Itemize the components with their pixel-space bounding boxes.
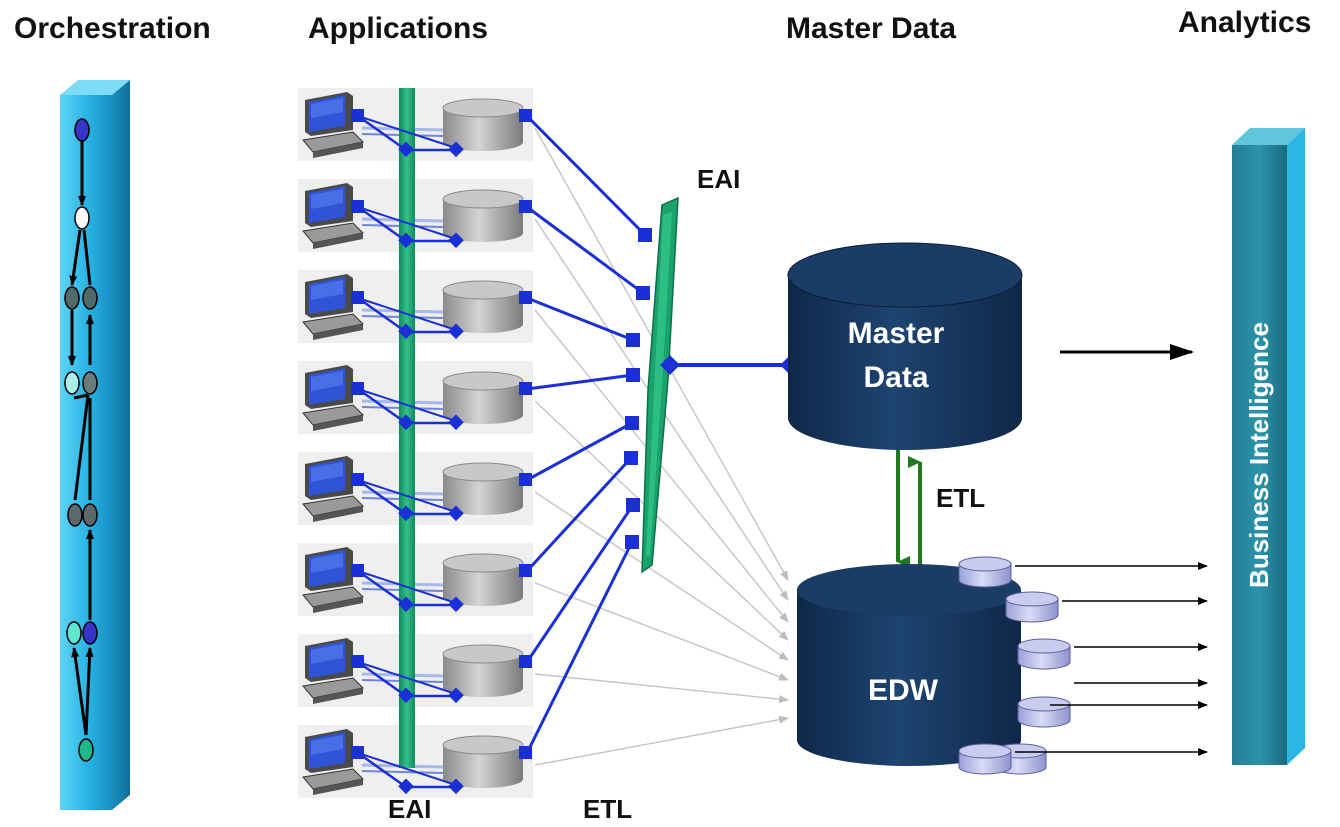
orchestration-workflow <box>68 140 94 736</box>
data-mart-icon <box>1017 696 1071 728</box>
master-data-label-line2: Data <box>863 361 928 394</box>
edw-label: EDW <box>868 674 939 707</box>
eai-flow-line <box>525 114 647 237</box>
database-icon <box>442 644 524 697</box>
eai-to-master-data-link <box>660 355 800 375</box>
computer-icon <box>302 547 365 613</box>
square-connector-icon <box>624 451 638 465</box>
square-connector-icon <box>625 535 639 549</box>
eai-flow-line <box>526 296 634 342</box>
square-connector-icon <box>519 382 532 395</box>
eai-flow-line <box>526 205 644 295</box>
computer-icon <box>302 729 365 795</box>
diamond-connector-icon <box>398 323 414 340</box>
diamond-connector-icon <box>448 414 464 431</box>
data-mart-icon <box>958 556 1012 588</box>
eai-flow-line <box>525 504 635 663</box>
header-analytics: Analytics <box>1178 6 1311 39</box>
business-intelligence-bar: Business Intelligence <box>1232 128 1305 765</box>
etl-label-middle: ETL <box>936 483 985 513</box>
square-connector-icon <box>519 473 532 486</box>
data-marts <box>958 556 1208 775</box>
diamond-connector-icon <box>448 323 464 340</box>
etl-flow-line <box>534 400 789 641</box>
eai-hub-ports <box>624 228 652 549</box>
orchestration-nodes <box>64 118 98 762</box>
diamond-connector-icon <box>448 232 464 249</box>
computer-icon <box>302 92 365 158</box>
computer-icon <box>302 183 365 249</box>
header-applications: Applications <box>308 12 488 45</box>
square-connector-icon <box>626 368 640 382</box>
database-icon <box>442 189 524 242</box>
database-icon <box>442 280 524 333</box>
header-orchestration: Orchestration <box>14 12 211 45</box>
eai-flow-line <box>526 421 633 482</box>
database-icon <box>442 462 524 515</box>
square-connector-icon <box>626 333 640 347</box>
square-connector-icon <box>636 286 650 300</box>
data-mart-icon <box>958 743 1012 775</box>
square-connector-icon <box>638 228 652 242</box>
database-icon <box>442 553 524 606</box>
edw-store: EDW <box>797 564 1021 766</box>
etl-flow-line <box>534 673 789 704</box>
square-connector-icon <box>351 473 364 486</box>
diamond-connector-icon <box>398 232 414 249</box>
database-icon <box>442 371 524 424</box>
master-data-label-line1: Master <box>848 317 945 350</box>
square-connector-icon <box>351 109 364 122</box>
orchestration-bar <box>60 80 130 810</box>
business-intelligence-label: Business Intelligence <box>1244 322 1274 588</box>
square-connector-icon <box>351 200 364 213</box>
square-connector-icon <box>351 655 364 668</box>
data-mart-icon <box>1005 591 1059 623</box>
etl-sync-arrows <box>896 450 922 578</box>
eai-flow-line <box>525 456 633 573</box>
database-icon <box>442 735 524 788</box>
eai-label-bottom: EAI <box>388 794 431 824</box>
application-row <box>298 543 533 616</box>
etl-label-bottom: ETL <box>583 794 632 824</box>
eai-hub <box>641 196 679 574</box>
square-connector-icon <box>519 291 532 304</box>
eai-flow-line <box>525 541 634 754</box>
etl-flow-line <box>534 309 789 623</box>
eai-flow-line <box>526 373 634 391</box>
application-rows <box>298 88 533 798</box>
computer-icon <box>302 456 365 522</box>
square-connector-icon <box>351 564 364 577</box>
diamond-connector-icon <box>398 141 414 158</box>
square-connector-icon <box>625 416 639 430</box>
database-icon <box>442 98 524 151</box>
etl-flow-line <box>534 491 789 661</box>
eai-flow-lines <box>525 114 647 754</box>
diamond-connector-icon <box>398 414 414 431</box>
computer-icon <box>302 638 365 704</box>
master-data-store: Master Data <box>787 242 1023 450</box>
etl-flow-line <box>534 582 789 681</box>
eai-label-top: EAI <box>697 164 740 194</box>
square-connector-icon <box>351 291 364 304</box>
application-connectors <box>351 109 532 795</box>
square-connector-icon <box>351 382 364 395</box>
data-mart-icon <box>1017 638 1071 670</box>
diamond-connector-icon <box>448 141 464 158</box>
square-connector-icon <box>626 498 640 512</box>
etl-flow-line <box>534 715 789 766</box>
square-connector-icon <box>351 746 364 759</box>
computer-icon <box>302 274 365 340</box>
header-master-data: Master Data <box>786 12 956 45</box>
computer-icon <box>302 365 365 431</box>
